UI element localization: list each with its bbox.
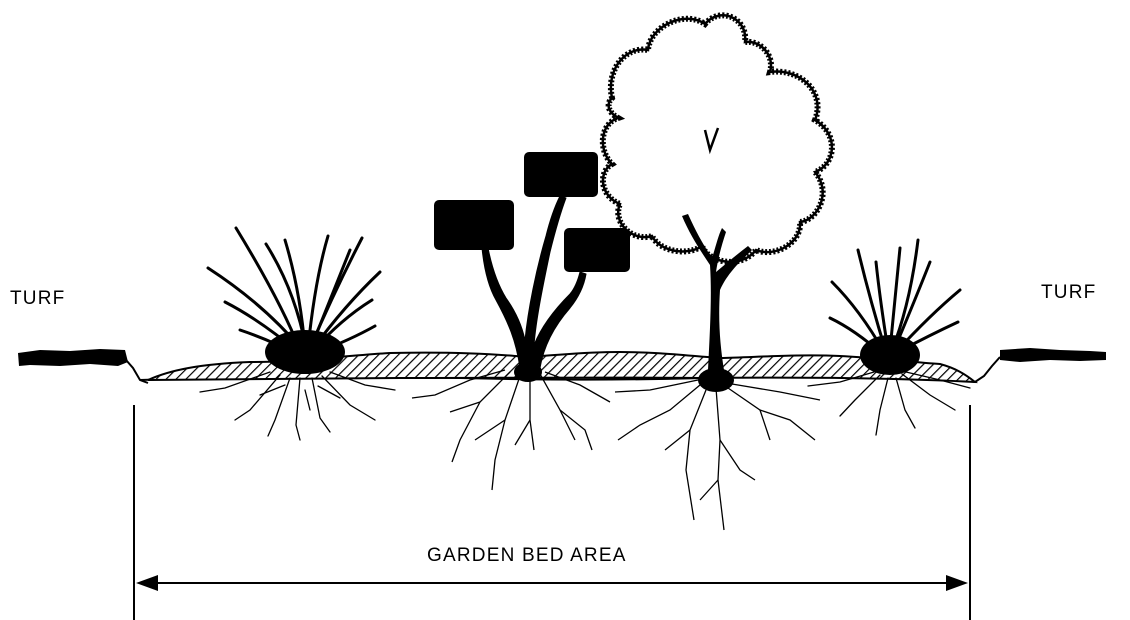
ornamental-grass-left	[200, 228, 395, 440]
deciduous-tree	[603, 15, 832, 530]
garden-bed-area-label: GARDEN BED AREA	[427, 545, 627, 567]
turf-strip-left	[18, 349, 148, 383]
cloud-pruned-shrub	[412, 152, 630, 490]
turf-label-right: TURF	[1041, 282, 1096, 304]
turf-label-left: TURF	[10, 288, 65, 310]
turf-strip-right	[975, 348, 1106, 382]
ornamental-grass-right	[808, 240, 970, 435]
garden-bed-dimension	[134, 405, 970, 620]
